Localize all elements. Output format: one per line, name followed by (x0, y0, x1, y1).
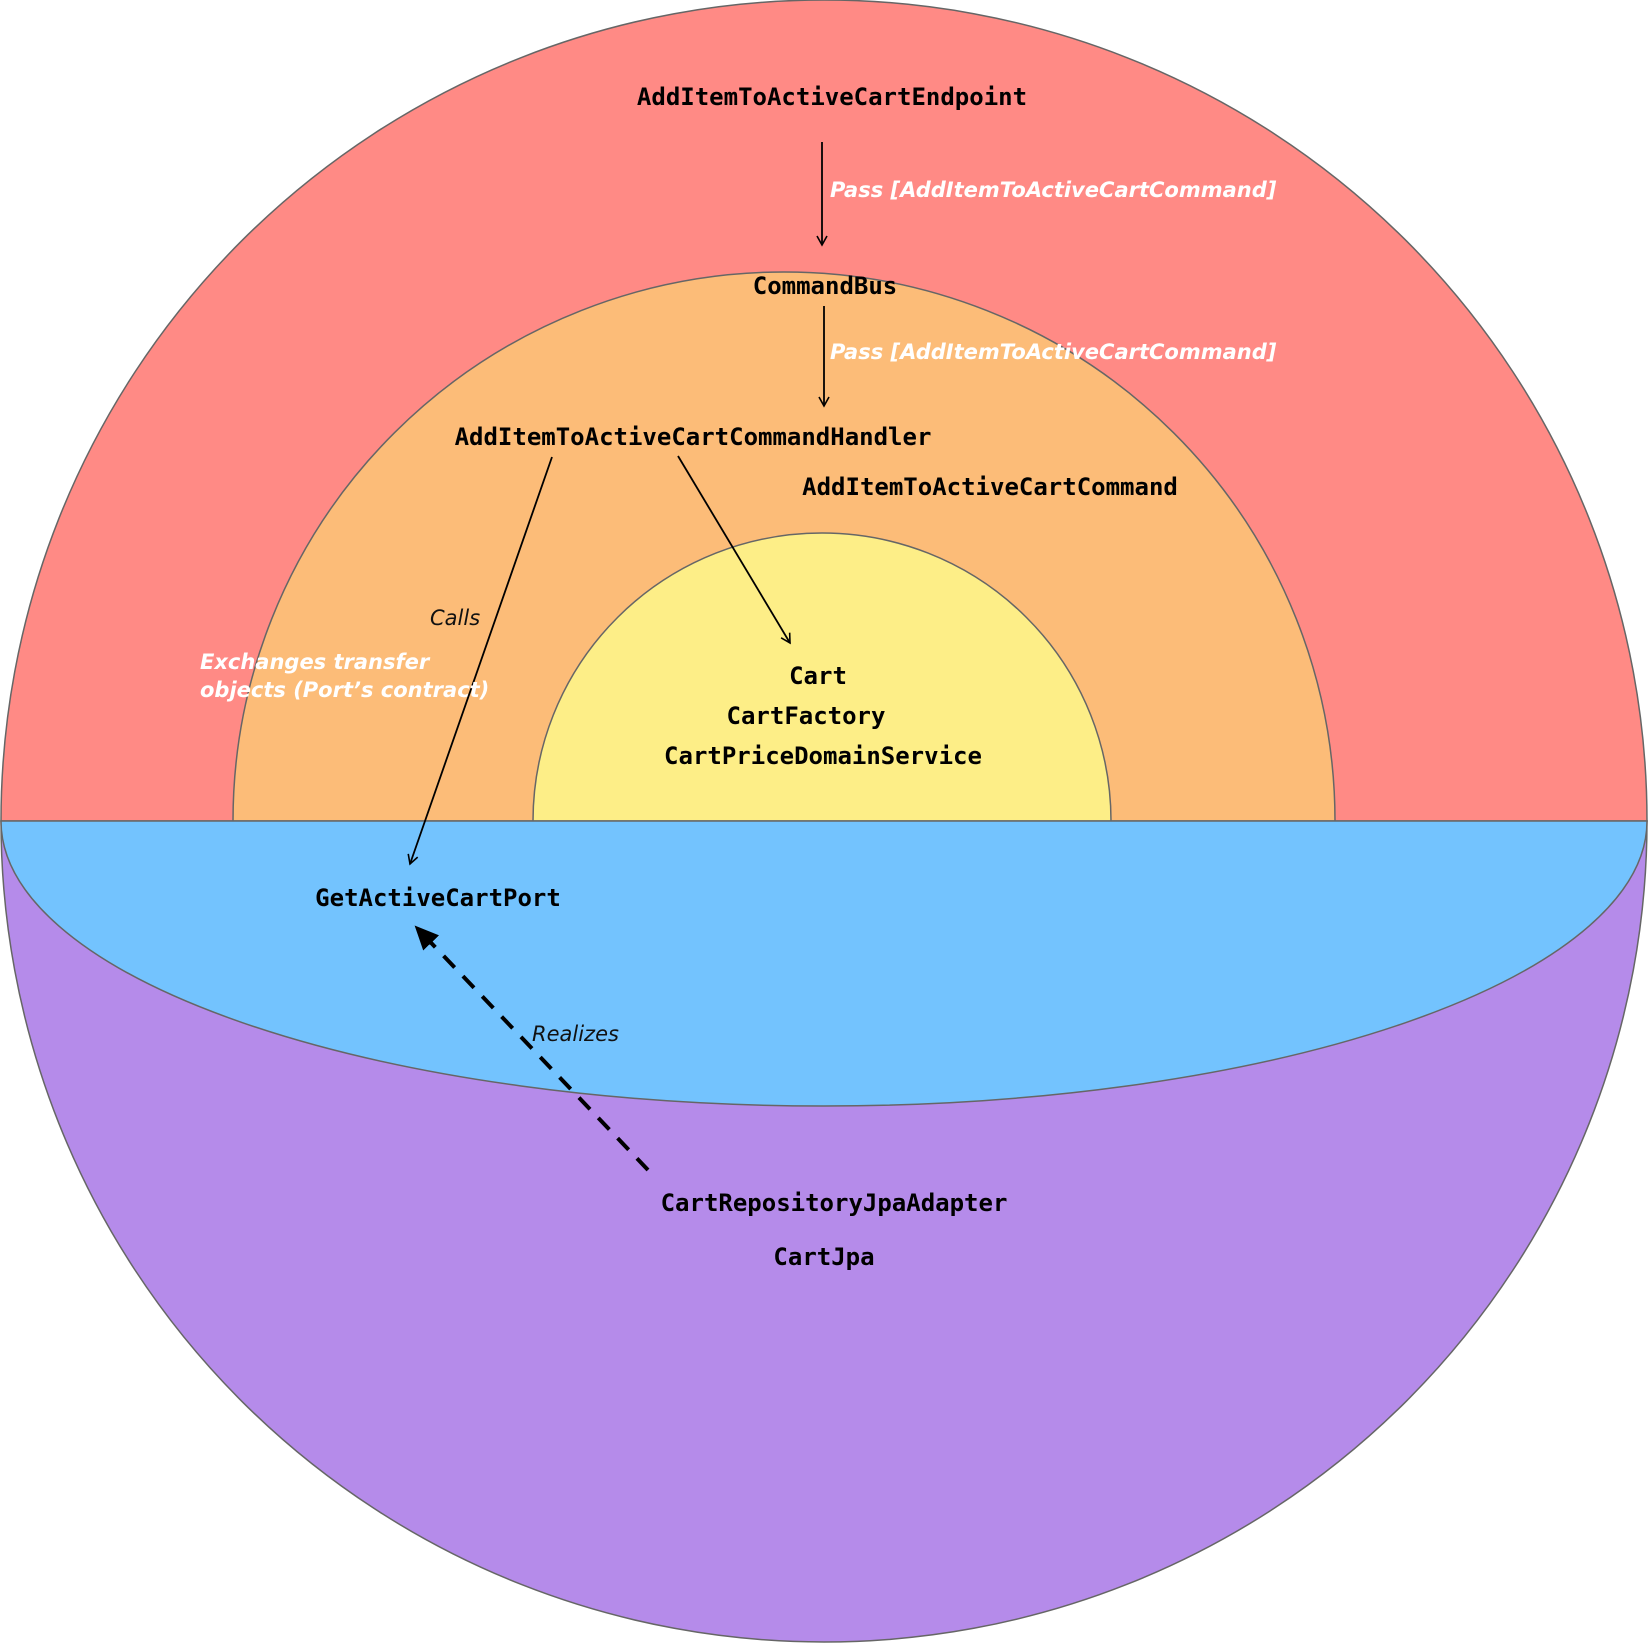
command-label: AddItemToActiveCartCommand (802, 473, 1178, 501)
handler-to-domain-arrow (677, 455, 791, 645)
pass-annotation-1: Pass [AddItemToActiveCartCommand] (830, 178, 1277, 202)
ports-layer (0, 820, 1648, 1107)
calls-arrow (407, 456, 553, 866)
pass-annotation-2: Pass [AddItemToActiveCartCommand] (830, 340, 1277, 364)
cart-repository-jpa-adapter-label: CartRepositoryJpaAdapter (661, 1189, 1008, 1217)
cart-label: Cart (789, 662, 847, 690)
cart-price-domain-service-label: CartPriceDomainService (664, 742, 982, 770)
realizes-annotation: Realizes (532, 1022, 619, 1046)
domain-layer (532, 532, 1112, 822)
get-active-cart-port-label: GetActiveCartPort (315, 884, 561, 912)
exchanges-annotation-line1: Exchanges transfer (200, 650, 431, 674)
cart-jpa-label: CartJpa (773, 1243, 874, 1271)
command-handler-label: AddItemToActiveCartCommandHandler (455, 423, 932, 451)
command-bus-label: CommandBus (753, 272, 898, 300)
calls-annotation: Calls (430, 606, 480, 630)
endpoint-label: AddItemToActiveCartEndpoint (637, 83, 1027, 111)
exchanges-annotation-line2: objects (Port’s contract) (200, 678, 489, 702)
cart-factory-label: CartFactory (727, 702, 886, 730)
